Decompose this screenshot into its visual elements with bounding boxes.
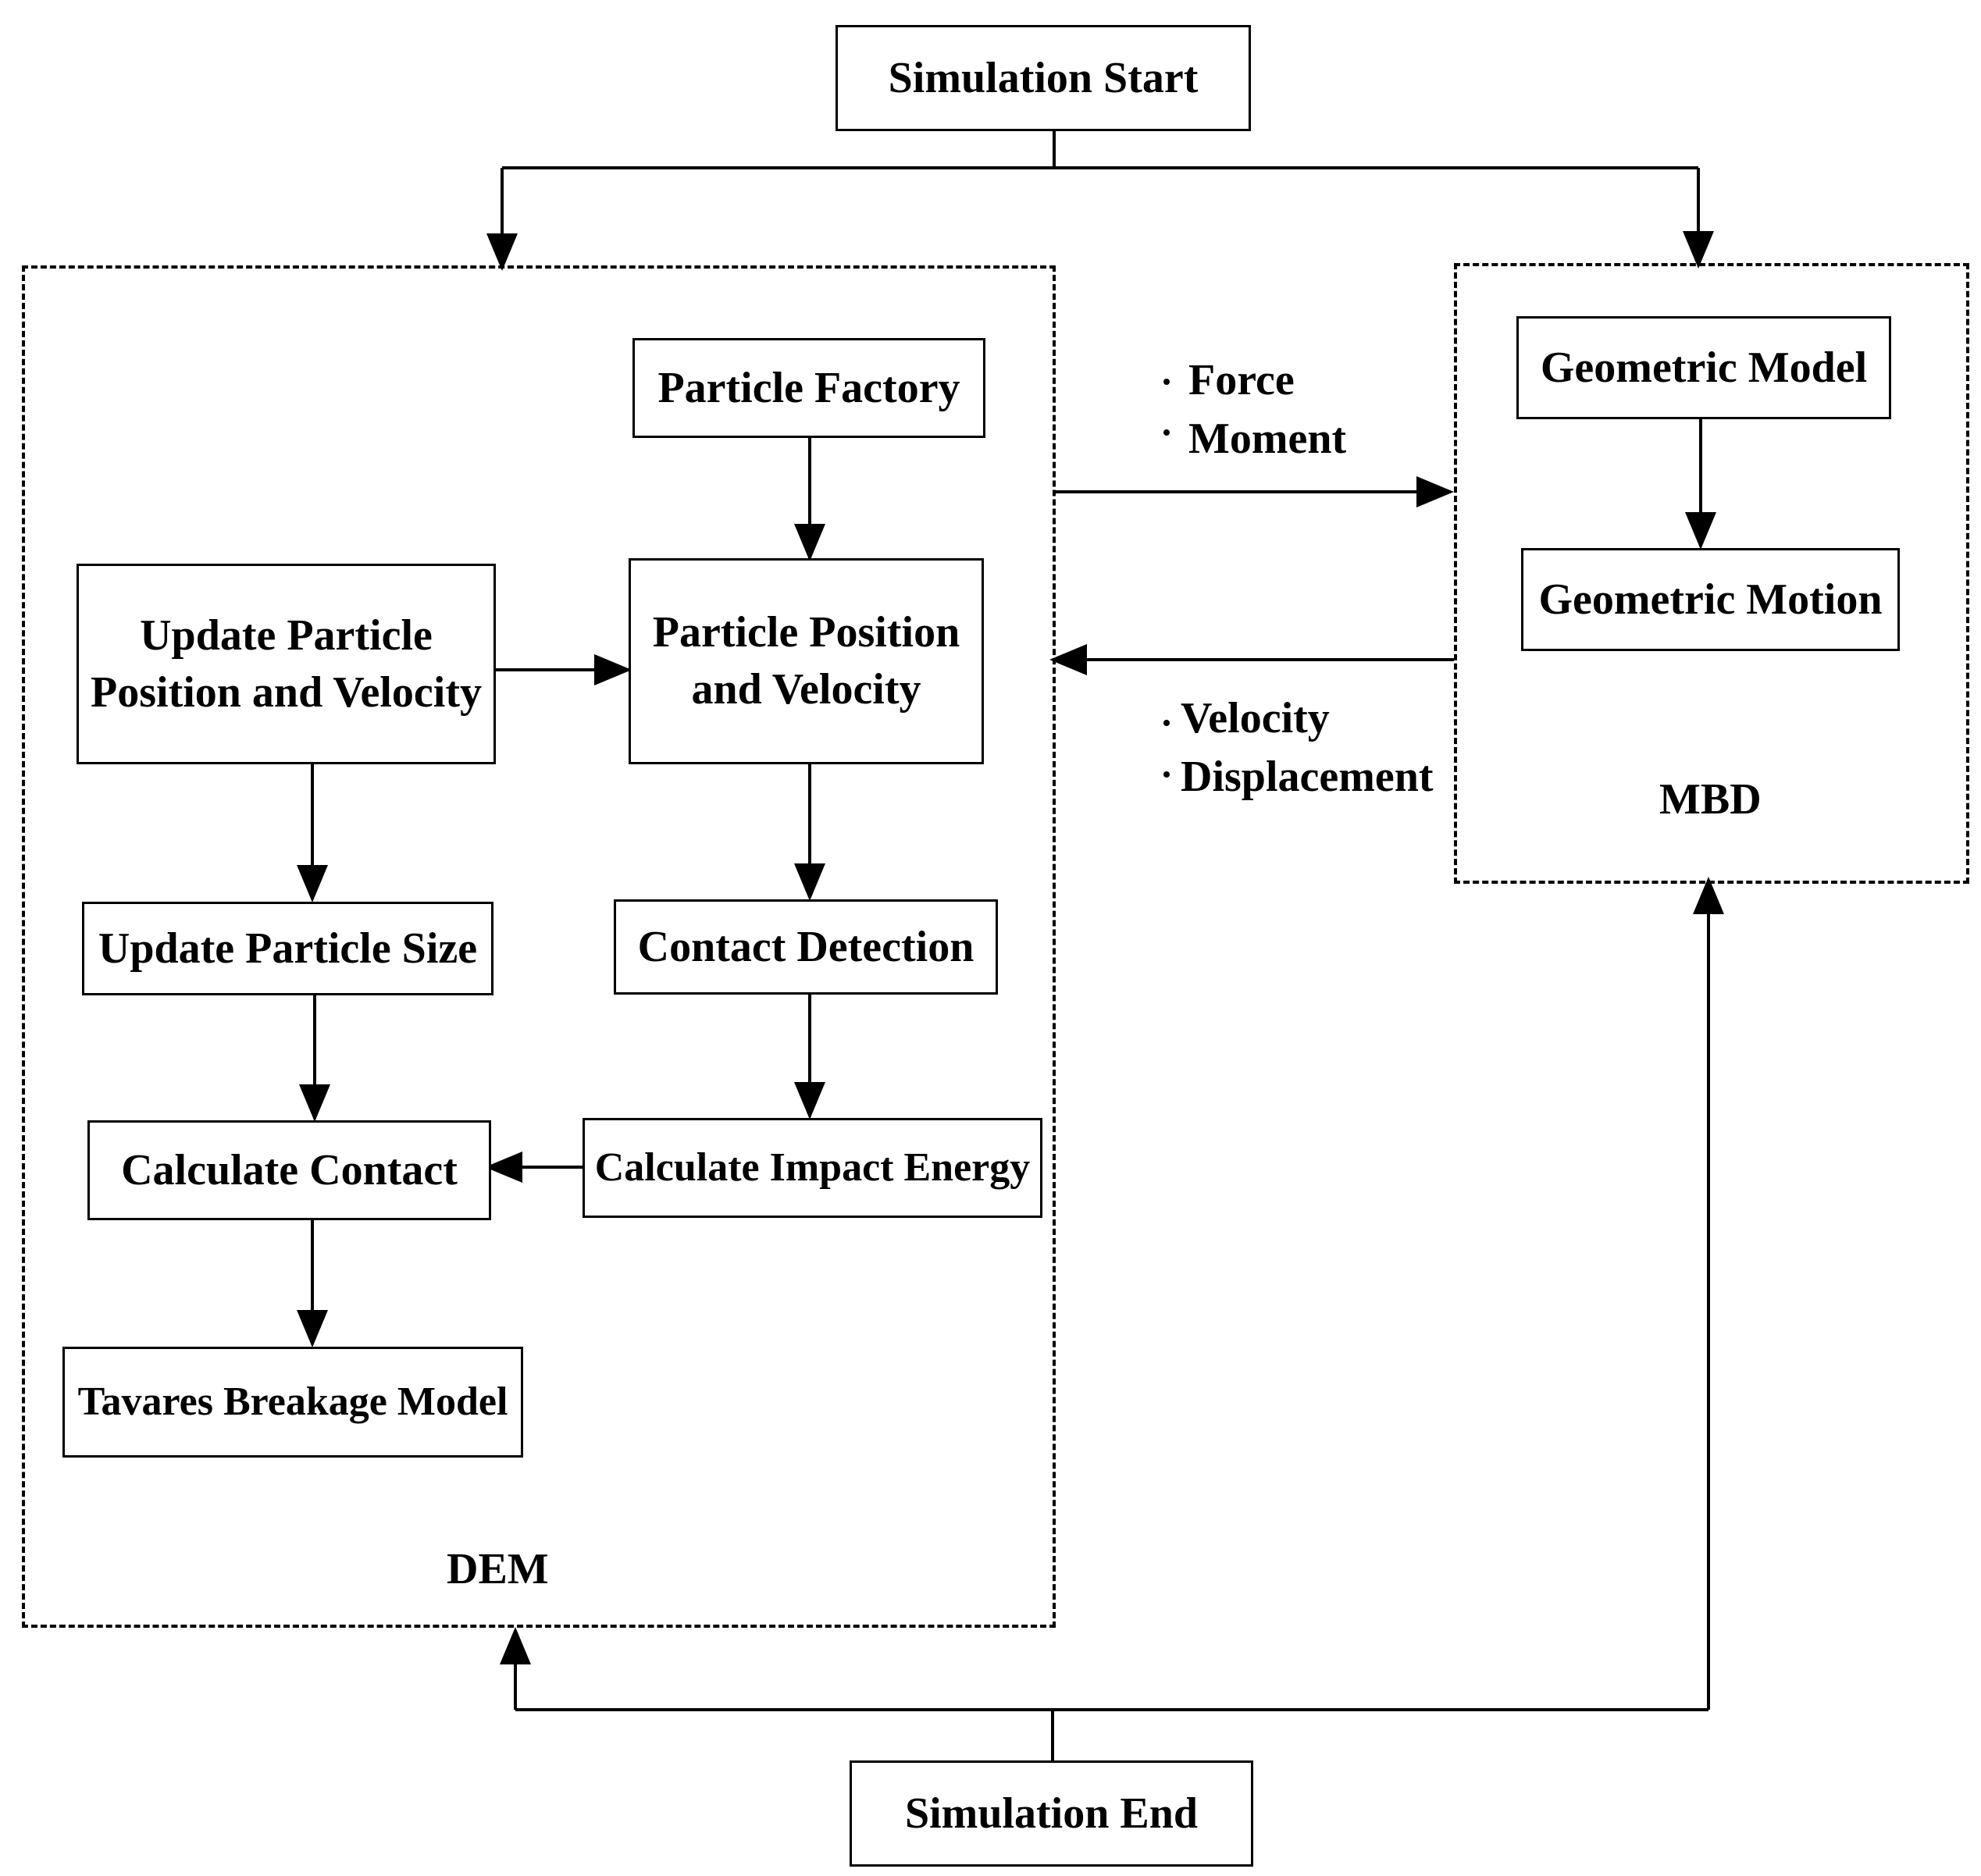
particle-factory-box: Particle Factory bbox=[632, 338, 985, 438]
update-position-velocity-box: Update Particle Position and Velocity bbox=[77, 564, 496, 764]
update-particle-size-box: Update Particle Size bbox=[82, 902, 493, 995]
velocity-bullet-icon bbox=[1163, 720, 1170, 726]
dem-region bbox=[22, 265, 1056, 1628]
geometric-motion-box: Geometric Motion bbox=[1521, 548, 1900, 651]
force-label: Force bbox=[1188, 356, 1295, 404]
geometric-model-box: Geometric Model bbox=[1516, 316, 1891, 419]
particle-position-velocity-box: Particle Position and Velocity bbox=[629, 558, 984, 764]
contact-detection-box: Contact Detection bbox=[614, 899, 998, 995]
force-bullet-icon bbox=[1163, 379, 1170, 385]
calculate-contact-box: Calculate Contact bbox=[87, 1120, 491, 1220]
dem-label: DEM bbox=[447, 1545, 549, 1593]
end-merge-connector bbox=[515, 1708, 1708, 1760]
displacement-label: Displacement bbox=[1181, 753, 1434, 801]
displacement-bullet-icon bbox=[1163, 771, 1170, 778]
start-split-connector bbox=[502, 131, 1698, 169]
velocity-label: Velocity bbox=[1181, 694, 1330, 742]
moment-bullet-icon bbox=[1163, 429, 1170, 436]
mbd-label: MBD bbox=[1659, 775, 1762, 824]
simulation-end-box: Simulation End bbox=[850, 1760, 1253, 1867]
tavares-breakage-model-box: Tavares Breakage Model bbox=[62, 1347, 523, 1458]
mbd-region bbox=[1454, 263, 1969, 884]
simulation-start-box: Simulation Start bbox=[836, 25, 1251, 131]
calculate-impact-energy-box: Calculate Impact Energy bbox=[583, 1118, 1042, 1218]
moment-label: Moment bbox=[1188, 415, 1347, 463]
